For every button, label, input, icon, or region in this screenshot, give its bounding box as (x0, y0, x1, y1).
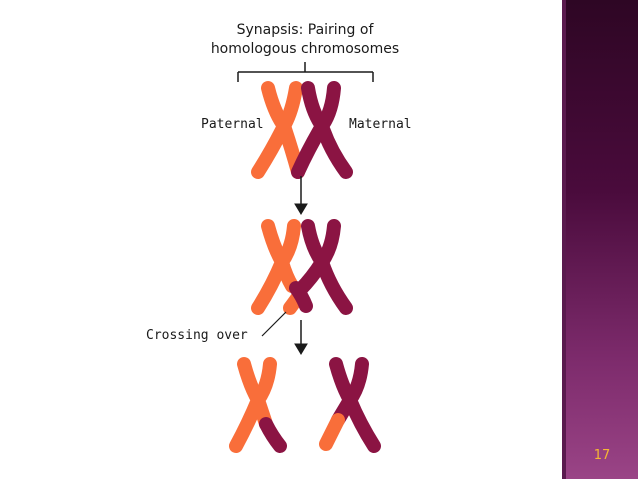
sidebar-edge (562, 0, 566, 479)
stage-crossing-over (251, 219, 353, 315)
maternal-chromosome-crossing (289, 219, 353, 315)
stage-recombinant (229, 357, 381, 453)
stage-synapsis (251, 81, 353, 179)
label-crossing-over: Crossing over (146, 328, 248, 343)
diagram-title-line-1: Synapsis: Pairing of (236, 22, 374, 38)
label-maternal: Maternal (349, 117, 412, 132)
label-paternal: Paternal (201, 117, 264, 132)
diagram-title-line-2: homologous chromosomes (210, 41, 400, 57)
title-bracket (237, 62, 374, 82)
arrow-down-1 (294, 176, 308, 215)
page-number: 17 (593, 448, 611, 463)
meiosis-diagram (229, 62, 381, 453)
arrow-down-2 (294, 320, 308, 355)
recombinant-maternal (319, 357, 381, 453)
paternal-chromosome (251, 81, 305, 179)
maternal-chromosome (291, 81, 353, 179)
slide-sidebar (566, 0, 638, 479)
recombinant-paternal (229, 357, 287, 453)
crossing-over-pointer (261, 311, 287, 337)
